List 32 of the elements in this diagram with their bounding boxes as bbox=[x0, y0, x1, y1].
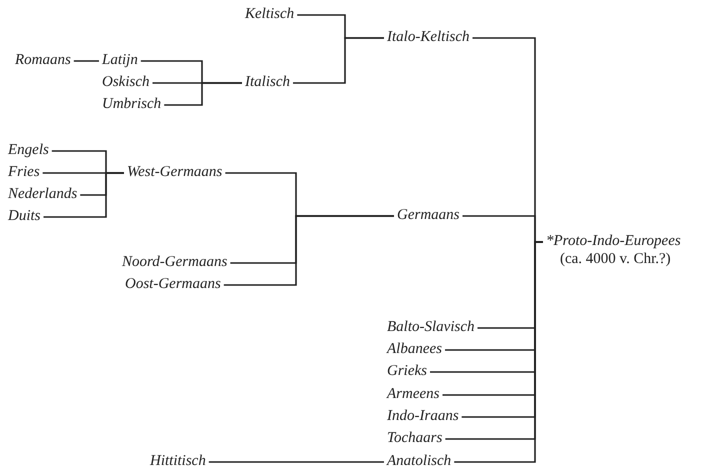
language-label: Noord-Germaans bbox=[122, 253, 228, 271]
language-label: Fries bbox=[8, 163, 40, 181]
tree-connector bbox=[208, 461, 384, 463]
language-label: Keltisch bbox=[245, 5, 294, 23]
language-label: Anatolisch bbox=[387, 452, 452, 470]
language-label: West-Germaans bbox=[127, 163, 222, 181]
language-label: Armeens bbox=[387, 385, 440, 403]
language-label: Indo-Iraans bbox=[387, 407, 459, 425]
language-label: Duits bbox=[8, 207, 41, 225]
language-label: Grieks bbox=[387, 362, 427, 380]
language-label: Oost-Germaans bbox=[125, 275, 221, 293]
language-label: Italo-Keltisch bbox=[387, 28, 470, 46]
tree-connector bbox=[454, 241, 543, 463]
language-label: Umbrisch bbox=[102, 95, 162, 113]
language-label: Hittitisch bbox=[150, 452, 206, 470]
language-label: Italisch bbox=[245, 73, 290, 91]
language-label: Tochaars bbox=[387, 429, 442, 447]
language-label: Oskisch bbox=[102, 73, 150, 91]
language-label: Balto-Slavisch bbox=[387, 318, 474, 336]
tree-connector bbox=[164, 82, 242, 106]
language-label: Romaans bbox=[15, 51, 71, 69]
tree-connector bbox=[44, 172, 124, 218]
language-label: Nederlands bbox=[8, 185, 78, 203]
language-label: Engels bbox=[8, 141, 49, 159]
tree-connector bbox=[293, 37, 384, 84]
language-label: Albanees bbox=[387, 340, 442, 358]
language-label: Germaans bbox=[397, 206, 460, 224]
language-label: *Proto-Indo-Europees bbox=[546, 232, 681, 250]
tree-connector bbox=[224, 215, 394, 286]
language-label: Latijn bbox=[102, 51, 138, 69]
date-note: (ca. 4000 v. Chr.?) bbox=[560, 250, 672, 268]
tree-connector bbox=[74, 60, 99, 62]
